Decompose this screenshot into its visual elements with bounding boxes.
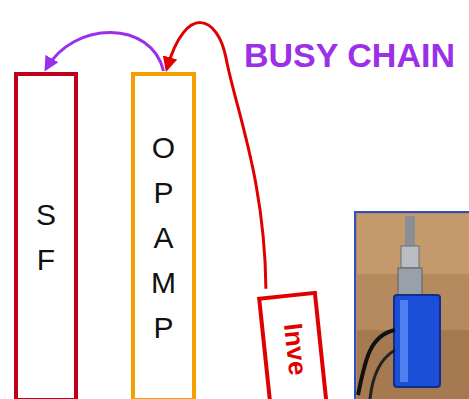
device-shaft <box>405 216 415 246</box>
sf-block: SF <box>14 72 78 399</box>
opamp-block: OPAMP <box>131 72 196 399</box>
device-nut <box>401 246 419 268</box>
wood-grain <box>357 214 469 274</box>
cable <box>370 350 395 399</box>
inverter-block: Inve <box>257 291 331 399</box>
busy-chain-arrow <box>46 32 164 71</box>
block-label: OPAMP <box>149 125 179 350</box>
chain-title: BUSY CHAIN <box>244 36 455 75</box>
cable <box>358 330 395 395</box>
block-label: Inve <box>277 322 313 377</box>
device-highlight <box>400 300 408 382</box>
block-label: SF <box>31 192 61 282</box>
device-collar <box>398 268 422 296</box>
device-body <box>394 295 440 387</box>
photo-frame <box>355 212 469 399</box>
